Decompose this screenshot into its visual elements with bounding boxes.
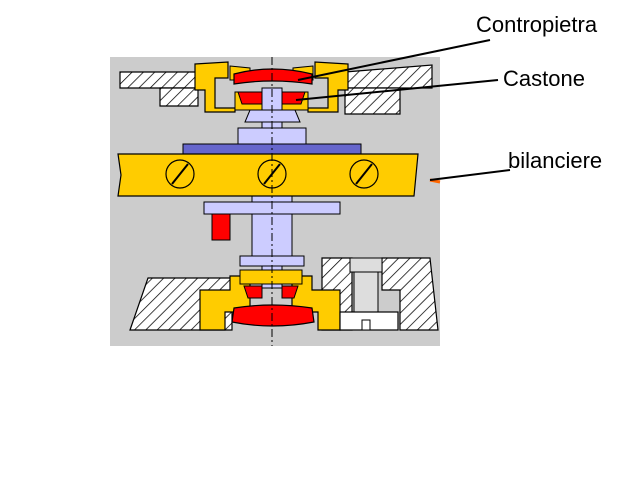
label-contropietra: Contropietra [476, 12, 598, 37]
bottom-jewel-setting [199, 269, 341, 331]
bottom-hole-jewel [243, 285, 299, 299]
plate-screw [339, 257, 399, 331]
leader-bilanciere [429, 169, 511, 181]
impulse-pin [211, 213, 231, 241]
bottom-endstone [231, 304, 315, 327]
label-bilanciere: bilanciere [508, 148, 603, 173]
top-hole-jewel [237, 91, 306, 105]
label-castone: Castone [503, 66, 585, 91]
leader-castone [295, 79, 499, 101]
top-endstone [233, 68, 313, 85]
leader-contropietra [297, 39, 491, 81]
balance-wheel [117, 153, 419, 197]
